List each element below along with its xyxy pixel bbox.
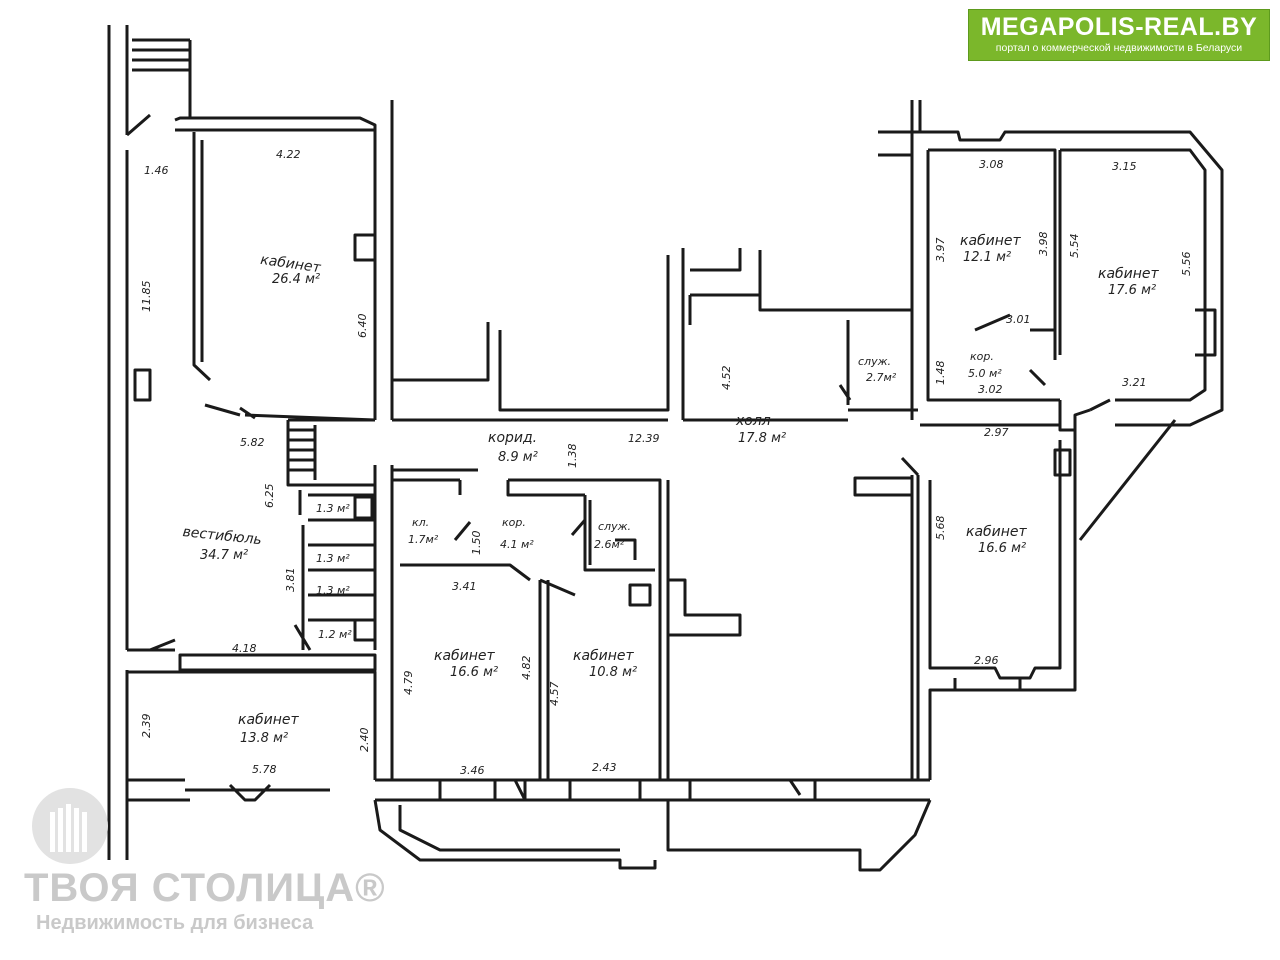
- dim-label: 3.15: [1112, 160, 1137, 173]
- dim-label: 5.82: [240, 436, 265, 449]
- dim-label: 3.08: [979, 158, 1004, 171]
- room-area-office-sw: 13.8 м²: [240, 731, 288, 746]
- walls: [107, 25, 1224, 872]
- room-area-office-nw: 26.4 м²: [272, 272, 320, 287]
- room-name-storage: кл.: [412, 516, 429, 529]
- room-name-corridor-main: корид.: [488, 430, 537, 446]
- dim-label: 1.48: [934, 361, 947, 386]
- room-name-office-ne2: кабинет: [1098, 266, 1160, 282]
- watermark-subtitle: Недвижимость для бизнеса: [36, 912, 314, 934]
- dim-label: 6.25: [263, 484, 276, 509]
- dim-label: 2.97: [984, 426, 1009, 439]
- room-name-hall: холл: [735, 413, 771, 429]
- dim-label: 3.01: [1006, 313, 1031, 326]
- room-area-storage: 1.7м²: [408, 533, 439, 546]
- room-area-office-mid2: 10.8 м²: [589, 665, 637, 680]
- room-area-office-ne2: 17.6 м²: [1108, 283, 1156, 298]
- dim-label: 5.56: [1180, 252, 1193, 277]
- dim-label: 3.98: [1037, 232, 1050, 257]
- dim-label: 4.22: [276, 148, 301, 161]
- room-area-office-mid1: 16.6 м²: [450, 665, 498, 680]
- dim-label: 5.54: [1068, 234, 1081, 259]
- room-area-office-e: 16.6 м²: [978, 541, 1026, 556]
- dimension-labels: 1.46 4.22 11.85 6.40 5.82 6.25 3.81 4.18…: [140, 148, 1193, 777]
- dim-label: 2.39: [140, 714, 153, 739]
- room-area-wc2: 1.3 м²: [316, 552, 350, 565]
- room-area-corridor-mid: 4.1 м²: [500, 538, 534, 551]
- dim-label: 2.40: [358, 728, 371, 753]
- dim-label: 6.40: [356, 314, 369, 339]
- room-name-office-mid1: кабинет: [434, 648, 496, 664]
- room-area-service-n: 2.7м²: [866, 371, 897, 384]
- room-name-office-sw: кабинет: [238, 712, 300, 728]
- dim-label: 4.18: [232, 642, 257, 655]
- dim-label: 4.82: [520, 656, 533, 681]
- room-area-corridor-main: 8.9 м²: [498, 450, 538, 465]
- room-area-wc1: 1.3 м²: [316, 502, 350, 515]
- watermark-brand: ТВОЯ СТОЛИЦА®: [24, 866, 386, 910]
- room-name-office-mid2: кабинет: [573, 648, 635, 664]
- dim-label: 3.02: [978, 383, 1003, 396]
- room-name-vestibule: вестибюль: [182, 524, 263, 548]
- building-logo-icon: [32, 788, 108, 864]
- badge-tagline: портал о коммерческой недвижимости в Бел…: [995, 42, 1243, 54]
- watermark: ТВОЯ СТОЛИЦА® Недвижимость для бизнеса: [24, 866, 386, 936]
- room-labels: кабинет 26.4 м² кабинет 12.1 м² кабинет …: [182, 233, 1160, 746]
- dim-label: 1.50: [470, 531, 483, 556]
- badge-site-name: MEGAPOLIS-REAL.BY: [980, 13, 1258, 41]
- dim-label: 1.46: [144, 164, 169, 177]
- dim-label: 3.97: [934, 238, 947, 263]
- dim-label: 5.78: [252, 763, 277, 776]
- dim-label: 11.85: [140, 281, 153, 313]
- dim-label: 3.46: [460, 764, 485, 777]
- dim-label: 12.39: [628, 432, 660, 445]
- room-area-wc4: 1.2 м²: [318, 628, 352, 641]
- dim-label: 4.57: [548, 682, 561, 707]
- dim-label: 2.43: [592, 761, 617, 774]
- megapolis-badge: MEGAPOLIS-REAL.BY портал о коммерческой …: [968, 9, 1270, 61]
- room-name-service-n: служ.: [858, 355, 891, 368]
- room-area-hall: 17.8 м²: [738, 431, 786, 446]
- room-area-wc3: 1.3 м²: [316, 584, 350, 597]
- dim-label: 1.38: [566, 444, 579, 469]
- dim-label: 3.21: [1122, 376, 1147, 389]
- dim-label: 4.52: [720, 366, 733, 391]
- room-area-vestibule: 34.7 м²: [200, 548, 248, 563]
- room-name-office-ne1: кабинет: [960, 233, 1022, 249]
- room-name-service-mid: служ.: [598, 520, 631, 533]
- dim-label: 3.81: [284, 568, 297, 593]
- room-area-office-ne1: 12.1 м²: [963, 250, 1011, 265]
- room-name-office-e: кабинет: [966, 524, 1028, 540]
- dim-label: 2.96: [974, 654, 999, 667]
- dim-label: 3.41: [452, 580, 477, 593]
- dim-label: 5.68: [934, 516, 947, 541]
- dim-label: 4.79: [402, 671, 415, 696]
- room-name-corridor-mid: кор.: [502, 516, 526, 529]
- room-area-corridor-ne: 5.0 м²: [968, 367, 1002, 380]
- room-name-corridor-ne: кор.: [970, 350, 994, 363]
- room-area-service-mid: 2.6м²: [594, 538, 625, 551]
